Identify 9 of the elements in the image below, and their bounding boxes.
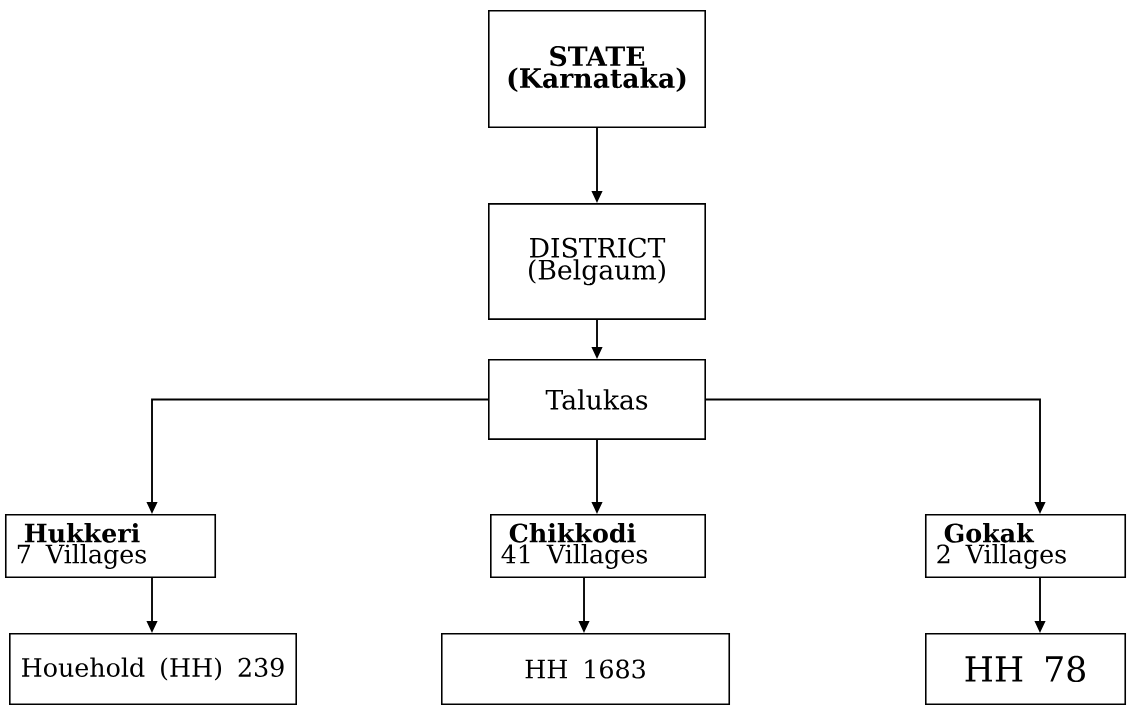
- taluka-box: Hukkeri 7 Villages: [4, 514, 217, 578]
- district-box: DISTRICT (Belgaum): [488, 203, 706, 320]
- household-box: Houehold (HH) 239: [9, 633, 297, 705]
- taluka-box: Talukas: [488, 359, 706, 440]
- taluka-box: Chikkodi 41 Villages: [490, 514, 706, 578]
- household-box: HH 1683: [440, 633, 731, 705]
- state-box: STATE (Karnataka): [488, 10, 706, 128]
- household-box: HH 78: [924, 633, 1127, 705]
- taluka-box: Gokak 2 Villages: [924, 514, 1127, 578]
